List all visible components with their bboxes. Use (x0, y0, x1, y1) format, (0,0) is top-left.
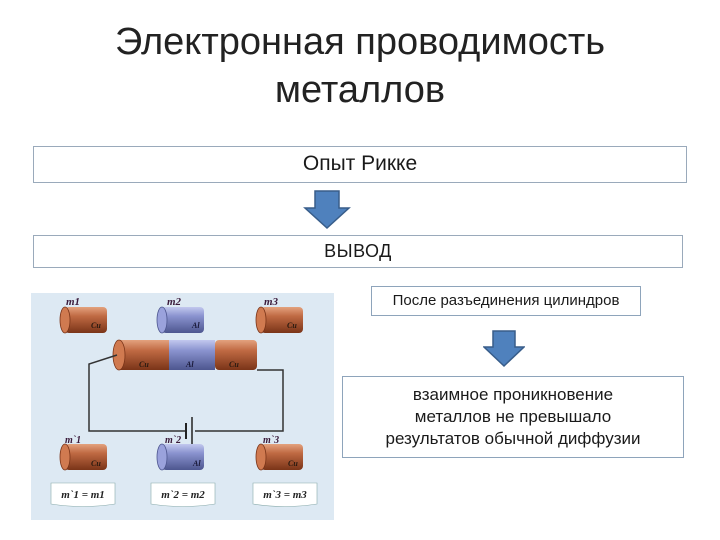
bottom-label-2: m`2 (165, 435, 181, 446)
equation-card-2: m`2 = m2 (150, 482, 216, 507)
title-line-1: Электронная проводимость (114, 21, 606, 63)
battery-icon (185, 417, 193, 445)
equation-card-1: m`1 = m1 (50, 482, 116, 507)
bottom-cylinder-1: m`1 Cu (59, 435, 107, 471)
equation-card-3: m`3 = m3 (252, 482, 318, 507)
top-cylinder-1: m1 Cu (59, 296, 107, 334)
result-box: взаимное проникновение металлов не превы… (342, 376, 684, 458)
result-line-3: результатов обычной диффузии (385, 429, 641, 448)
conclusion-label: ВЫВОД (324, 241, 392, 261)
bottom-label-3: m`3 (263, 435, 279, 446)
experiment-box: Опыт Рикке (33, 146, 687, 183)
bottom-metal-3: Cu (288, 459, 298, 468)
top-metal-2: Al (191, 321, 200, 330)
top-cylinder-3: m3 Cu (255, 296, 303, 334)
top-metal-3: Cu (287, 321, 297, 330)
circuit-wire (88, 354, 284, 432)
top-label-2: m2 (167, 296, 182, 308)
down-arrow-icon (483, 330, 525, 368)
top-label-1: m1 (66, 296, 80, 308)
joined-metal-1: Cu (139, 360, 149, 369)
result-line-1: взаимное проникновение (412, 385, 614, 404)
joined-metal-2: Al (185, 360, 194, 369)
top-cylinder-2: m2 Al (156, 296, 204, 334)
conclusion-box: ВЫВОД (33, 235, 683, 268)
page-title: Электронная проводимость металлов (40, 18, 680, 114)
separation-label: После разъединения цилиндров (392, 292, 620, 309)
equation-1: m`1 = m1 (61, 489, 105, 501)
bottom-metal-1: Cu (91, 459, 101, 468)
result-line-2: металлов не превышало (414, 407, 612, 426)
title-line-2: металлов (274, 69, 446, 111)
bottom-label-1: m`1 (65, 435, 81, 446)
bottom-cylinder-2: m`2 Al (156, 435, 204, 471)
top-label-3: m3 (264, 296, 279, 308)
experiment-label: Опыт Рикке (302, 152, 418, 175)
equation-2: m`2 = m2 (161, 489, 205, 501)
bottom-metal-2: Al (192, 459, 201, 468)
rikke-experiment-diagram: m1 Cu m2 Al m3 Cu Cu Al Cu (31, 293, 334, 520)
joined-cylinders: Cu Al Cu (112, 339, 257, 371)
bottom-cylinder-3: m`3 Cu (255, 435, 303, 471)
joined-metal-3: Cu (229, 360, 239, 369)
top-metal-1: Cu (91, 321, 101, 330)
equation-3: m`3 = m3 (263, 489, 307, 501)
down-arrow-icon (303, 190, 351, 230)
separation-box: После разъединения цилиндров (371, 286, 641, 316)
